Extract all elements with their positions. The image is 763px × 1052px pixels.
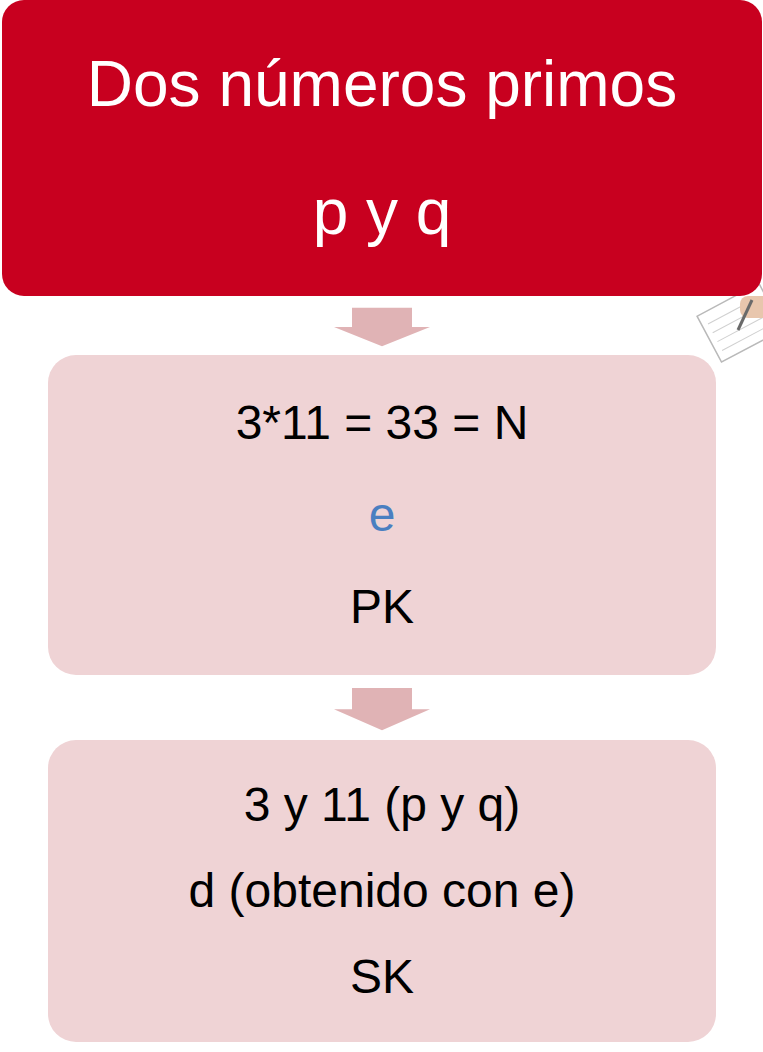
notepad-line <box>722 323 763 350</box>
node-text: SK <box>350 934 414 1020</box>
block-arrow <box>334 688 430 730</box>
node-text: 3 y 11 (p y q) <box>244 762 521 848</box>
node-text: d (obtenido con e) <box>189 848 576 934</box>
hand <box>740 296 763 318</box>
node-text: PK <box>350 561 414 653</box>
node-text: 3*11 = 33 = N <box>236 377 529 469</box>
public-key-box: 3*11 = 33 = NePK <box>48 355 716 675</box>
title-box: Dos números primos p y q <box>2 0 762 296</box>
node-text: e <box>369 469 396 561</box>
block-arrow <box>334 308 430 346</box>
secret-key-box: 3 y 11 (p y q)d (obtenido con e)SK <box>48 740 716 1042</box>
pencil <box>738 300 752 330</box>
node-text: Dos números primos p y q <box>72 20 692 276</box>
